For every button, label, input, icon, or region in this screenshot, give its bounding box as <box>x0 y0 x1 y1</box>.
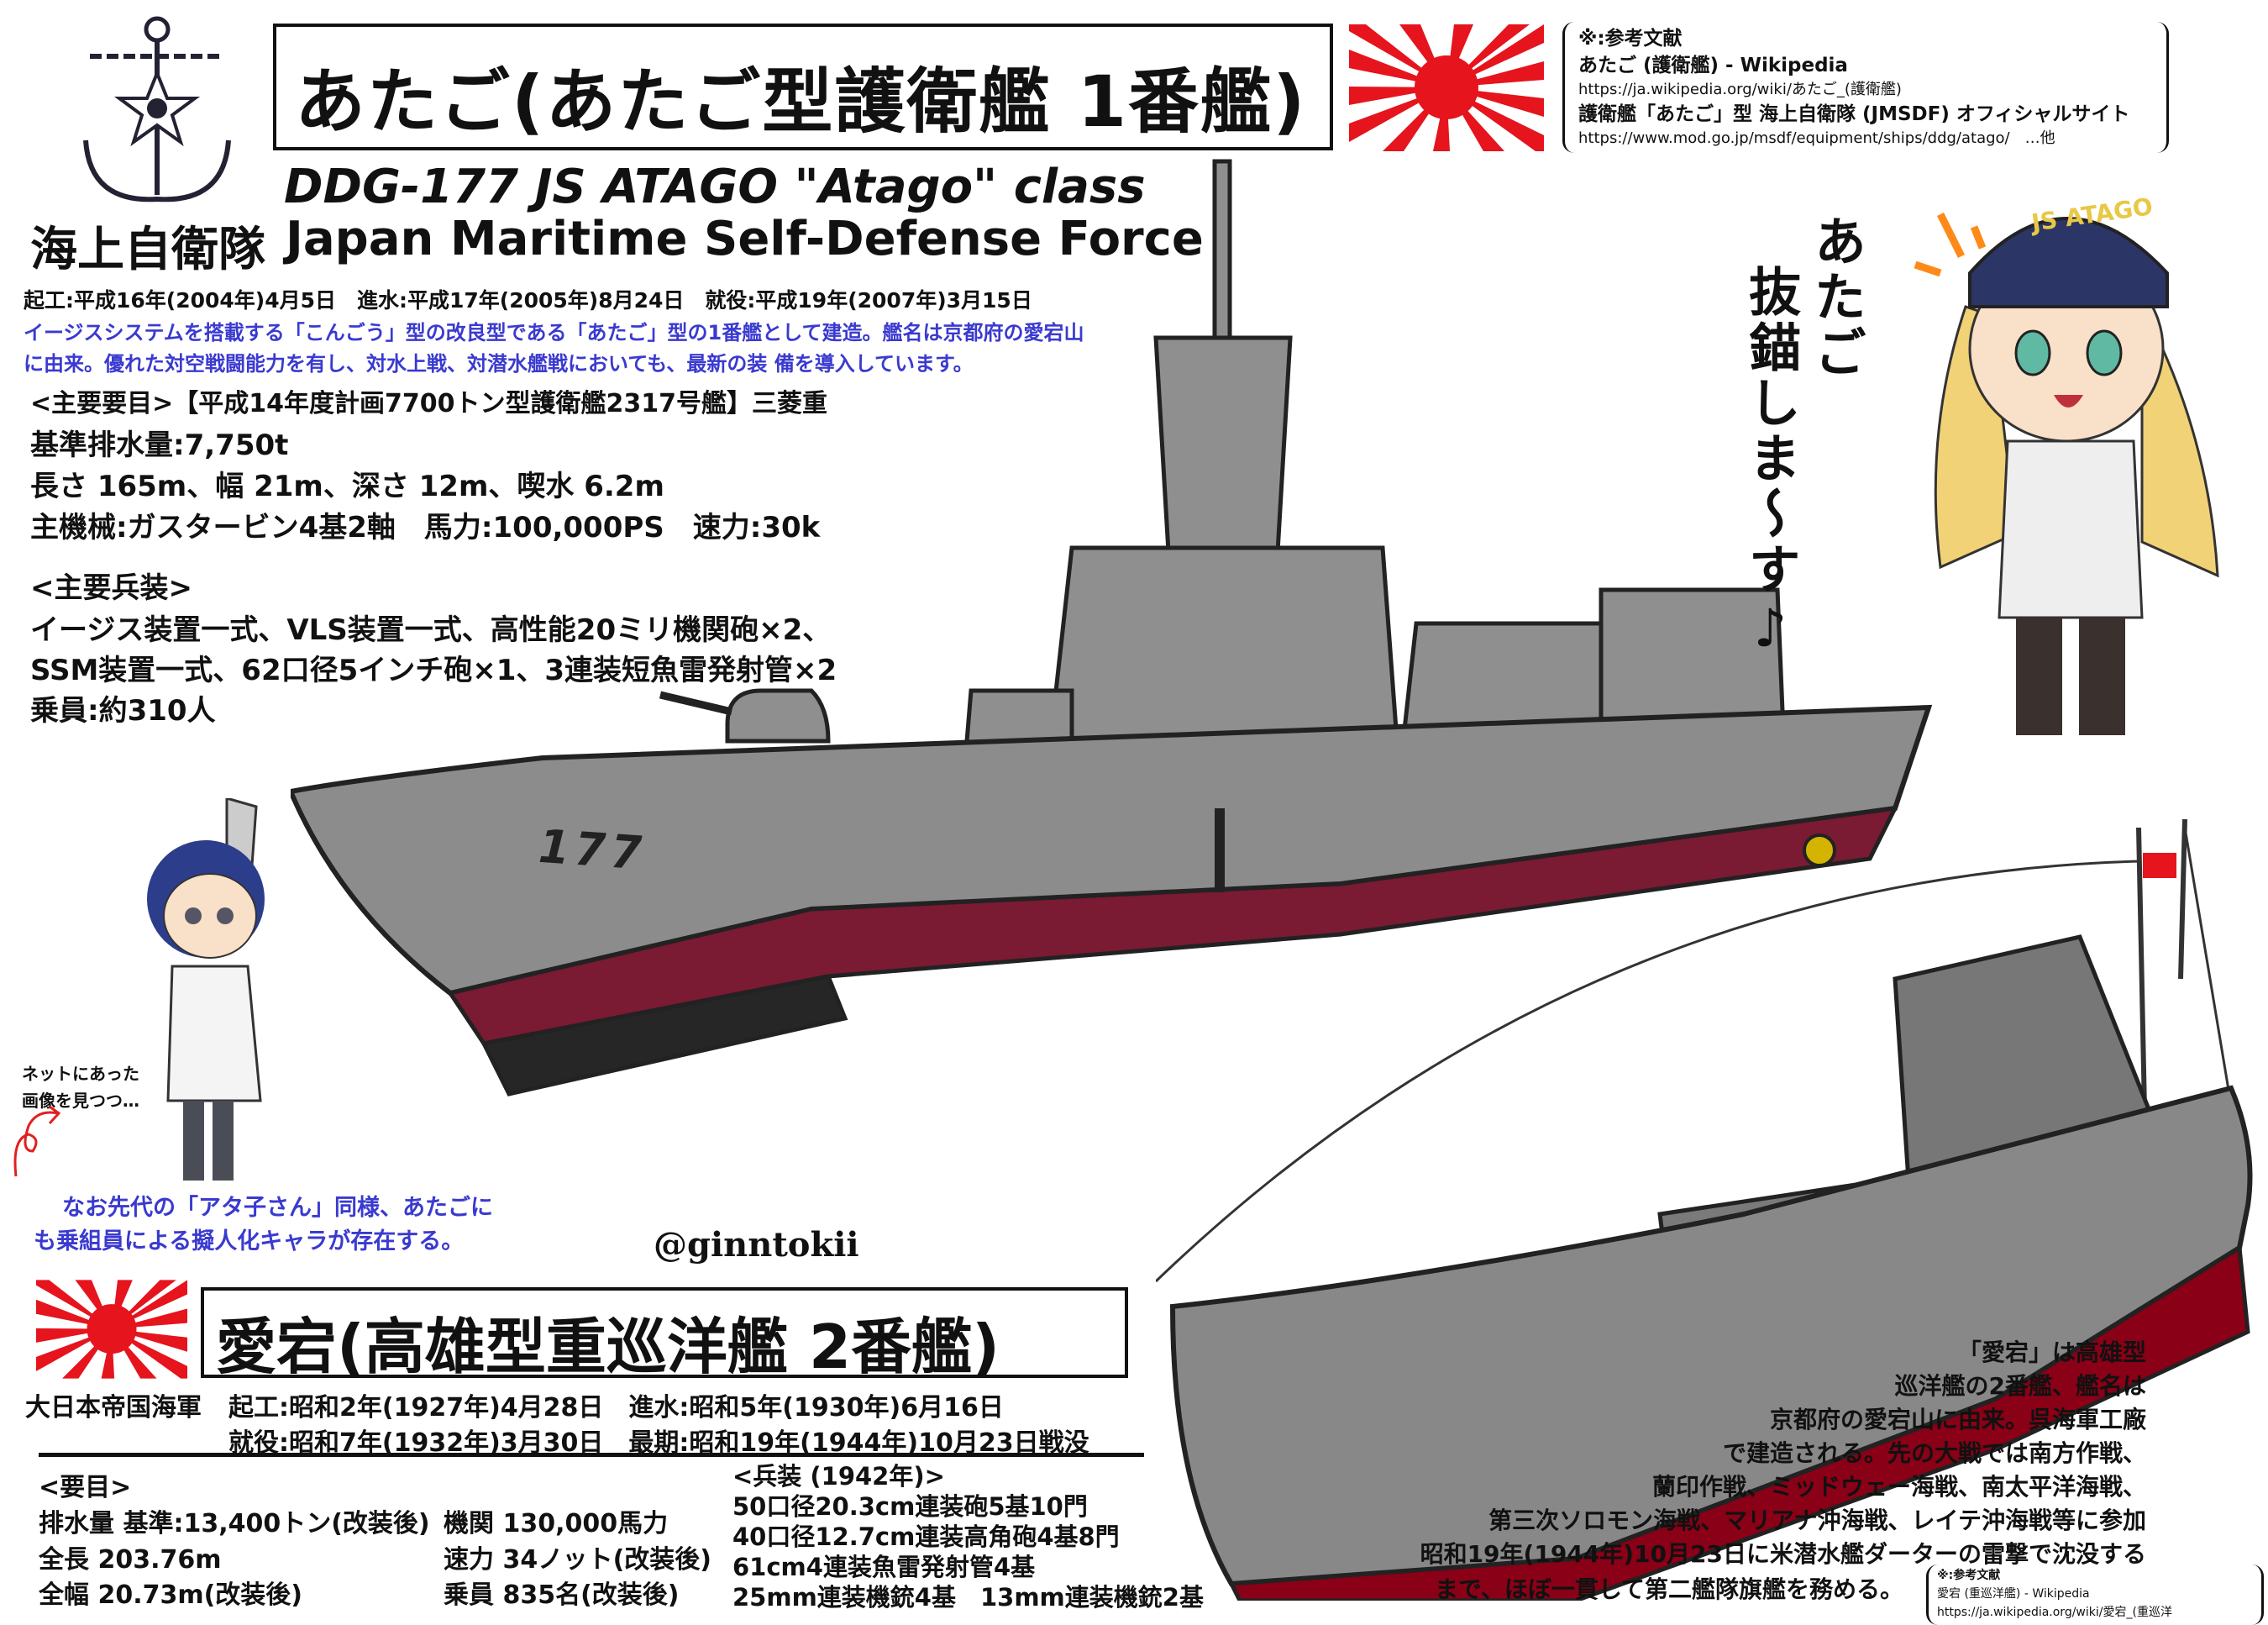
atago-title: あたご(あたご型護衛艦 1番艦) <box>295 60 1307 143</box>
takao-armament: 50口径20.3cm連装砲5基10門 <box>732 1492 1088 1521</box>
takao-description-line: まで、ほぼ一貫して第二艦隊旗艦を務める。 <box>1435 1575 1904 1603</box>
reference-title[interactable]: あたご (護衛艦) - Wikipedia <box>1578 55 1848 76</box>
atago-description-line: イージスシステムを搭載する「こんごう」型の改良型である「あたご」型の1番艦として… <box>24 321 1084 344</box>
takao-armament-header: <兵装 (1942年)> <box>732 1462 945 1491</box>
takao-armament: 40口径12.7cm連装高角砲4基8門 <box>732 1522 1120 1551</box>
character-note-line: なお先代の「アタ子さん」同様、あたごに <box>62 1195 493 1221</box>
org-ja: 海上自衛隊 <box>30 223 265 277</box>
reference-title[interactable]: 護衛艦「あたご」型 海上自衛隊 (JMSDF) オフィシャルサイト <box>1578 103 2130 125</box>
artist-handle: @ginntokii <box>654 1225 859 1265</box>
atago-character-illustration: JS ATAGO <box>1914 192 2219 735</box>
divider <box>39 1453 1144 1457</box>
sailor-character-illustration <box>147 798 265 1181</box>
takao-title: 愛宕(高雄型重巡洋艦 2番艦) <box>216 1312 1000 1382</box>
atago-armament-header: <主要兵装> <box>30 571 192 605</box>
takao-spec: 速力 34ノット(改装後) <box>444 1545 712 1575</box>
takao-description-line: 「愛宕」は高雄型 <box>1957 1338 2146 1366</box>
hull-number: 177 <box>532 819 654 881</box>
speech-atago: あたご <box>1805 214 1866 381</box>
atago-subtitle-en: DDG-177 JS ATAGO "Atago" class <box>284 160 1146 214</box>
character-note: なお先代の「アタ子さん」同様、あたごに も乗組員による擬人化キャラが存在する。 <box>34 1191 493 1259</box>
takao-description-line: 巡洋艦の2番艦、艦名は <box>1894 1372 2146 1400</box>
references-header: ※:参考文献 <box>1578 28 1683 50</box>
takao-spec: 排水量 基準:13,400トン(改装後) <box>39 1509 430 1538</box>
takao-description-line: 京都府の愛宕山に由来。呉海軍工廠 <box>1769 1406 2146 1433</box>
takao-hull <box>1169 1085 2253 1587</box>
cap-icon <box>1968 217 2169 308</box>
takao-spec: 全長 203.76m <box>39 1545 222 1575</box>
rising-sun-flag-icon <box>1349 24 1544 151</box>
takao-armament: 61cm4連装魚雷発射管4基 <box>732 1553 1036 1581</box>
navy-label: 大日本帝国海軍 <box>25 1393 202 1423</box>
atago-title-box: あたご(あたご型護衛艦 1番艦) <box>273 24 1333 150</box>
character-note-line: も乗組員による擬人化キャラが存在する。 <box>34 1228 465 1254</box>
ensign-flag-icon <box>2143 853 2176 878</box>
takao-description-line: 昭和19年(1944年)10月23日に米潜水艦ダーターの雷撃で沈没する <box>1420 1540 2146 1568</box>
atago-specs-header: <主要要目>【平成14年度計画7700トン型護衛艦2317号艦】三菱重 <box>30 389 828 418</box>
takao-dates: 起工:昭和2年(1927年)4月28日 進水:昭和5年(1930年)6月16日 <box>228 1393 1004 1423</box>
takao-armament: 25mm連装機銃4基 13mm連装機銃2基 <box>732 1583 1204 1612</box>
red-arrow-icon <box>13 1105 61 1177</box>
takao-hull-red <box>1228 1244 2250 1601</box>
uniform <box>1998 439 2144 619</box>
takao-references: ※:参考文献 愛宕 (重巡洋艦) - Wikipedia https://ja.… <box>1926 1565 2264 1625</box>
atago-description-line: に由来。優れた対空戦闘能力を有し、対水上戦、対潜水艦戦においても、最新の装 備を… <box>24 352 974 376</box>
msdf-anchor-emblem-icon <box>83 16 231 202</box>
takao-description-line: 第三次ソロモン海戦、マリアナ沖海戦、レイテ沖海戦等に参加 <box>1488 1507 2146 1534</box>
sketch-note-line: ネットにあった <box>22 1064 139 1084</box>
rising-sun-flag-icon <box>36 1280 187 1379</box>
reference-url[interactable]: https://www.mod.go.jp/msdf/equipment/shi… <box>1578 129 2055 147</box>
atago-armament: 乗員:約310人 <box>30 694 216 728</box>
atago-spec: 基準排水量:7,750t <box>30 429 289 462</box>
takao-description-line: 蘭印作戦、ミッドウェー海戦、南太平洋海戦、 <box>1651 1473 2146 1501</box>
takao-spec: 全幅 20.73m(改装後) <box>39 1580 303 1610</box>
atago-dates: 起工:平成16年(2004年)4月5日 進水:平成17年(2005年)8月24日… <box>24 288 1032 313</box>
references-header: ※:参考文献 <box>1937 1569 2001 1582</box>
gun-turret <box>725 688 831 744</box>
takao-cruiser-illustration <box>1156 818 2253 1601</box>
sketch-note-line: 画像を見つつ… <box>22 1091 139 1111</box>
atago-armament: SSM装置一式、62口径5インチ砲×1、3連装短魚雷発射管×2 <box>30 654 837 687</box>
main-mast <box>1212 159 1232 357</box>
takao-spec: 機関 130,000馬力 <box>444 1509 669 1538</box>
propeller-icon <box>1803 834 1836 867</box>
takao-spec: 乗員 835名(改装後) <box>444 1580 680 1610</box>
speech-batsubyo: 抜錨しま〜す♪ <box>1740 265 1801 662</box>
sketch-note: ネットにあった 画像を見つつ… <box>22 1060 139 1114</box>
org-en: Japan Maritime Self-Defense Force <box>286 212 1204 266</box>
takao-specs-header: <要目> <box>39 1473 132 1502</box>
takao-description-line: で建造される。先の大戦では南方作戦、 <box>1722 1439 2146 1467</box>
atago-armament: イージス装置一式、VLS装置一式、高性能20ミリ機関砲×2、 <box>30 613 832 647</box>
atago-spec: 主機械:ガスタービン4基2軸 馬力:100,000PS 速力:30k <box>30 511 821 544</box>
atago-spec: 長さ 165m、幅 21m、深さ 12m、喫水 6.2m <box>30 470 664 503</box>
reference-url[interactable]: https://ja.wikipedia.org/wiki/愛宕_(重巡洋 <box>1937 1606 2172 1619</box>
reference-title[interactable]: 愛宕 (重巡洋艦) - Wikipedia <box>1937 1587 2090 1601</box>
atago-references: ※:参考文献 あたご (護衛艦) - Wikipedia https://ja.… <box>1562 22 2169 153</box>
takao-title-box: 愛宕(高雄型重巡洋艦 2番艦) <box>201 1287 1128 1382</box>
takao-description: 「愛宕」は高雄型 巡洋艦の2番艦、艦名は 京都府の愛宕山に由来。呉海軍工廠 で建… <box>1420 1336 2146 1571</box>
reference-url[interactable]: https://ja.wikipedia.org/wiki/あたご_(護衛艦) <box>1578 81 1902 98</box>
atago-destroyer-illustration <box>291 159 1933 1096</box>
